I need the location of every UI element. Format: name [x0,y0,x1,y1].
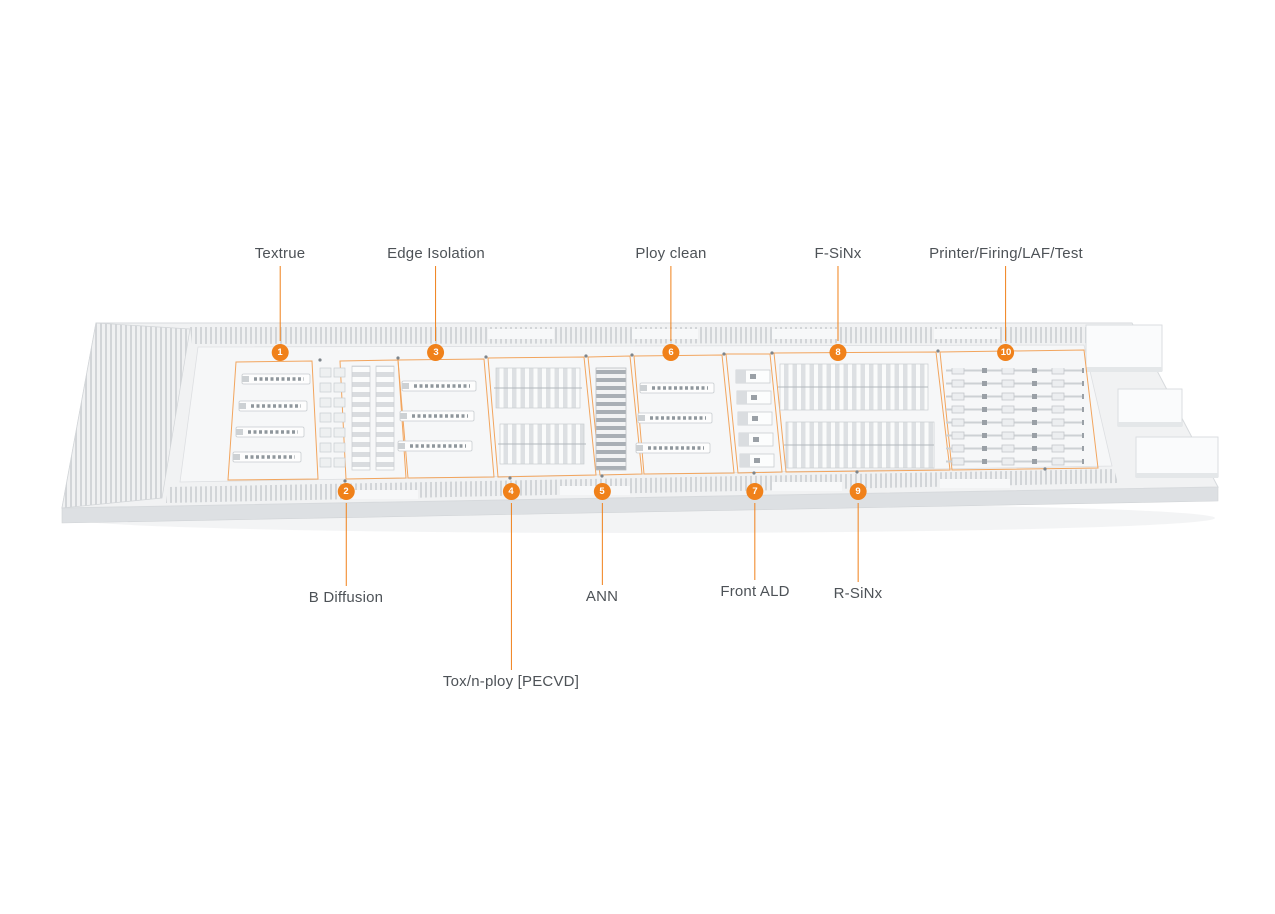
zone-ploy-clean [633,354,735,475]
callout-label: ANN [585,588,619,605]
callout-line [345,503,347,586]
edge-isolation-machines [397,380,477,452]
zone-front-ald [725,353,783,474]
callout-label: F-SiNx [814,245,862,262]
callout-ploy-clean: Ploy clean 6 [635,245,706,361]
callout-line [601,503,603,585]
diffusion-racks [351,365,395,471]
callout-label: Front ALD [720,583,790,600]
zone-b-diffusion [339,359,407,480]
callout-line [1005,266,1007,341]
printer-lines [946,368,1084,466]
callout-line [670,266,672,341]
callout-label: R-SiNx [833,585,883,602]
callout-line [857,503,859,582]
zone-sinx [773,351,951,473]
left-ramp [61,322,191,509]
callout-label: Tox/n-ploy [PECVD] [442,673,580,690]
callout-line [754,503,756,580]
callout-ann: 5 ANN [586,483,618,606]
callout-f-sinx: F-SiNx 8 [814,245,861,361]
callout-line [510,503,512,670]
zone-texture [227,360,319,481]
callout-texture: Textrue 1 [255,245,306,361]
pecvd-combs [494,367,586,465]
callout-front-ald: 7 Front ALD [720,483,789,601]
callout-badge: 2 [337,483,355,500]
callout-line [435,266,437,341]
callout-label: Printer/Firing/LAF/Test [929,245,1083,262]
ald-units [735,369,775,468]
callout-line [837,266,839,341]
callout-badge: 6 [662,344,680,361]
sinx-combs [778,363,935,469]
callout-label: B Diffusion [308,589,384,606]
callout-badge: 3 [427,344,445,361]
callout-r-sinx: 9 R-SiNx [834,483,883,603]
callout-label: Ploy clean [635,245,707,262]
callout-badge: 8 [829,344,847,361]
annealing-rack [595,367,627,471]
callout-badge: 1 [271,344,289,361]
zone-edge-isolation [397,358,495,479]
callout-label: Textrue [254,245,306,262]
end-station-blocks [1085,324,1219,478]
callout-edge-isolation: Edge Isolation 3 [387,245,485,361]
callout-badge: 5 [593,483,611,500]
callout-badge: 7 [746,483,764,500]
zone-tox-n-ploy-pecvd [487,356,597,478]
callout-badge: 4 [502,483,520,500]
conveyor-marks [318,349,1047,483]
ploy-clean-machines [635,382,715,454]
callout-b-diffusion: 2 B Diffusion [309,483,383,607]
callout-printer-firing-laf-test: Printer/Firing/LAF/Test 10 [929,245,1083,361]
process-zones [227,349,1099,481]
equipment [232,349,1084,483]
callout-label: Edge Isolation [387,245,485,262]
callout-line [279,266,281,341]
callout-tox-n-ploy-pecvd: 4 Tox/n-ploy [PECVD] [443,483,579,691]
texture-machines [232,373,311,463]
wafer-stacks [319,367,346,468]
callout-badge: 10 [997,344,1015,361]
callout-badge: 9 [849,483,867,500]
